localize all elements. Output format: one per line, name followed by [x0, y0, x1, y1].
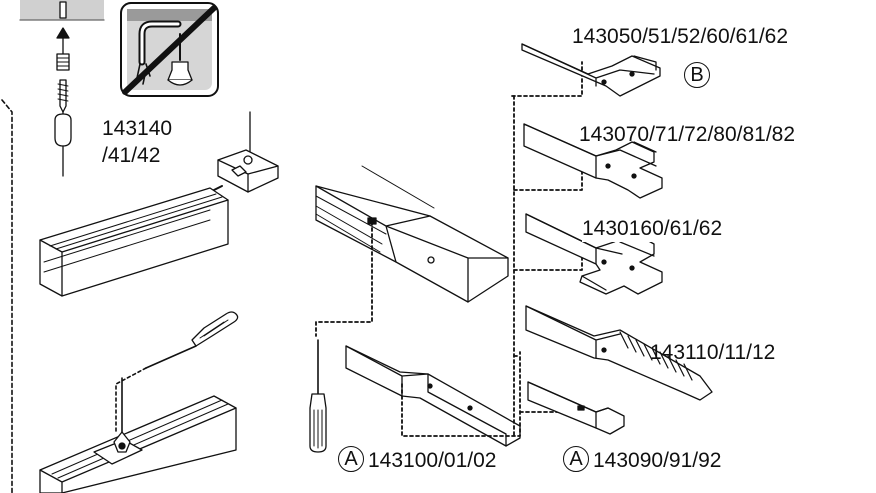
- track-end-closeup: [315, 165, 509, 303]
- marker-b: B: [684, 62, 710, 88]
- flex-connector: [525, 305, 713, 401]
- corner-connector-code-label: 143050/51/52/60/61/62: [572, 25, 789, 48]
- corner-connector: [521, 43, 661, 97]
- no-cable-hanging-icon: [120, 2, 219, 97]
- screwdriver-icon: [145, 311, 239, 369]
- track-rail-icon: [39, 187, 229, 297]
- t-connector: [523, 123, 663, 199]
- marker-a-endcap: A: [563, 446, 589, 472]
- straight-connector: [345, 345, 521, 447]
- hanger-code-label: 143140: [102, 117, 173, 140]
- cross-connector-code-label: 1430160/61/62: [582, 217, 723, 240]
- t-connector-code-label: 143070/71/72/80/81/82: [579, 123, 796, 146]
- marker-a-straight: A: [338, 446, 364, 472]
- flex-connector-code-label: 143110/11/12: [650, 341, 776, 364]
- screwdriver-small: [309, 339, 327, 453]
- end-cap-code-label: 143090/91/92: [593, 449, 722, 472]
- ceiling-anchor-icon: [19, 0, 105, 177]
- end-cap: [527, 381, 625, 435]
- hanger-code-variants-label: /41/42: [102, 144, 161, 167]
- suspension-clip: [199, 111, 279, 199]
- track-rail-lower: [39, 377, 237, 493]
- straight-connector-code-label: 143100/01/02: [368, 449, 497, 472]
